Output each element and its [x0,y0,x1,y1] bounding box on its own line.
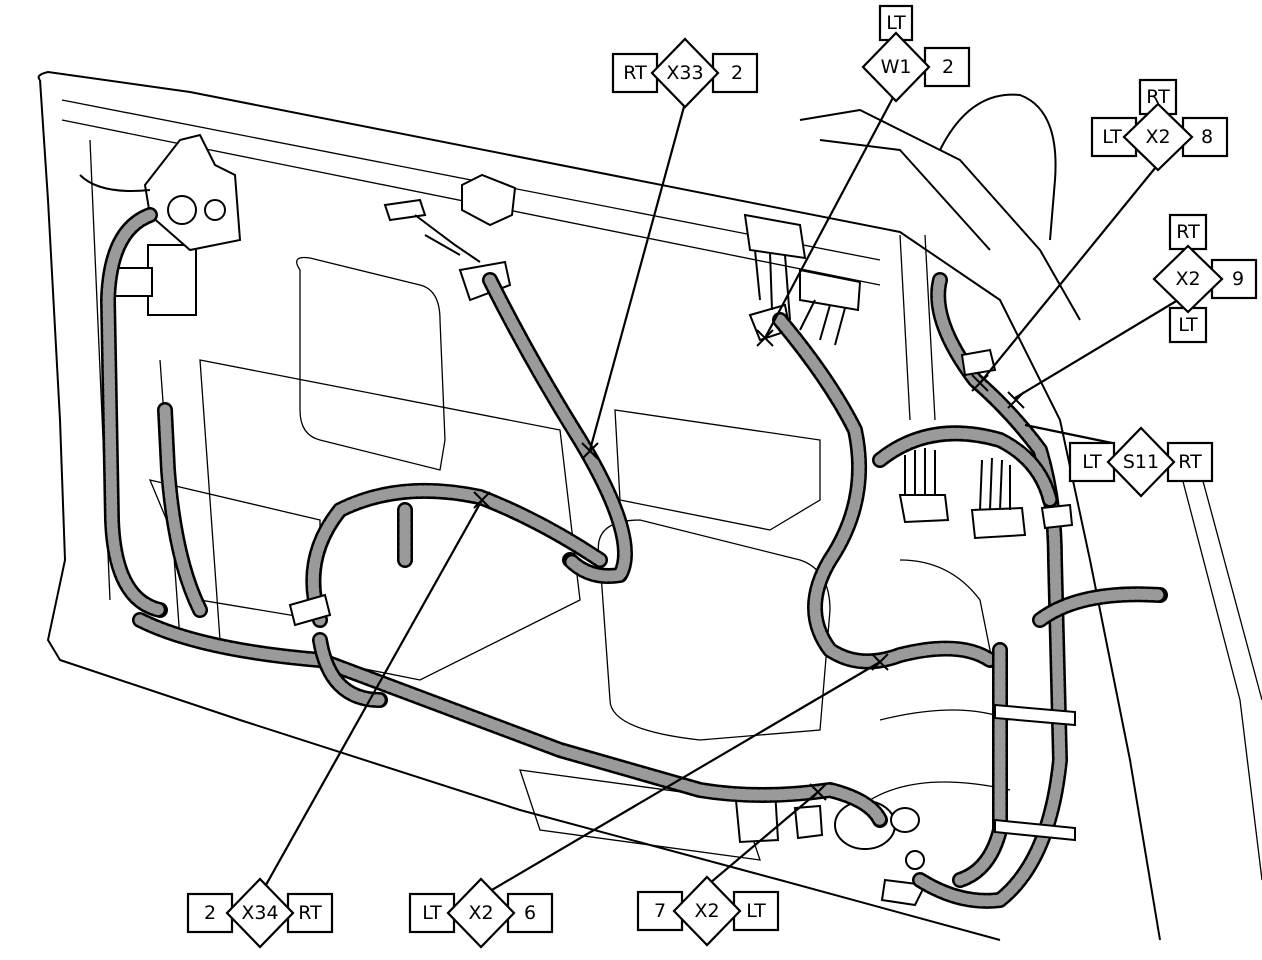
callout-x2-7-center: X2 [694,900,719,922]
connection-marks [473,329,1025,801]
callout-x2-9-right: 9 [1232,268,1244,290]
leader-w1 [764,91,897,339]
callout-x2-9-top: RT [1176,221,1200,243]
callout-s11: LT S11 RT [1068,426,1214,498]
leader-x2-8 [979,161,1161,384]
callout-x2-9-center: X2 [1175,268,1200,290]
callout-x2-9: RT X2 9 LT [1152,213,1258,344]
callout-x33-center: X33 [666,62,703,84]
callout-s11-left: LT [1082,451,1102,473]
callout-x2-8: RT LT X2 8 [1090,78,1229,172]
callout-x2-6: LT X2 6 [408,877,554,949]
leader-lines [261,91,1179,895]
leader-x2-9 [1014,299,1179,399]
callout-s11-right: RT [1178,451,1202,473]
callout-x33-right: 2 [731,62,743,84]
callout-w1: LT W1 2 [861,4,971,103]
callout-x33: RT X33 2 [611,37,759,109]
callout-x34: 2 X34 RT [186,877,334,949]
callout-w1-right: 2 [942,56,954,78]
leader-s11 [1024,423,1113,445]
callout-x2-9-bottom: LT [1178,314,1198,336]
callout-x2-8-center: X2 [1145,126,1170,148]
callout-x2-8-right: 8 [1201,126,1213,148]
leader-x34 [261,499,483,893]
callout-s11-center: S11 [1123,451,1159,473]
callout-x34-center: X34 [241,902,278,924]
callout-x2-6-center: X2 [468,902,493,924]
door-panel [37,71,1262,941]
callout-w1-center: W1 [881,56,912,78]
callout-x2-6-left: LT [422,902,442,924]
leader-x2-7 [696,791,819,895]
callout-x2-8-top: RT [1146,86,1170,108]
callout-w1-top: LT [886,12,906,34]
callout-x2-6-right: 6 [524,902,536,924]
callout-x2-7-left: 7 [654,900,666,922]
callout-x2-7: 7 X2 LT [636,875,780,947]
callout-x33-left: RT [623,62,647,84]
leader-x2-6 [484,661,881,895]
leader-x33 [588,102,687,451]
wiring-harness [100,207,1168,909]
callout-x34-right: RT [298,902,322,924]
callout-x2-7-right: LT [746,900,766,922]
callout-x2-8-left: LT [1102,126,1122,148]
callout-x34-left: 2 [204,902,216,924]
